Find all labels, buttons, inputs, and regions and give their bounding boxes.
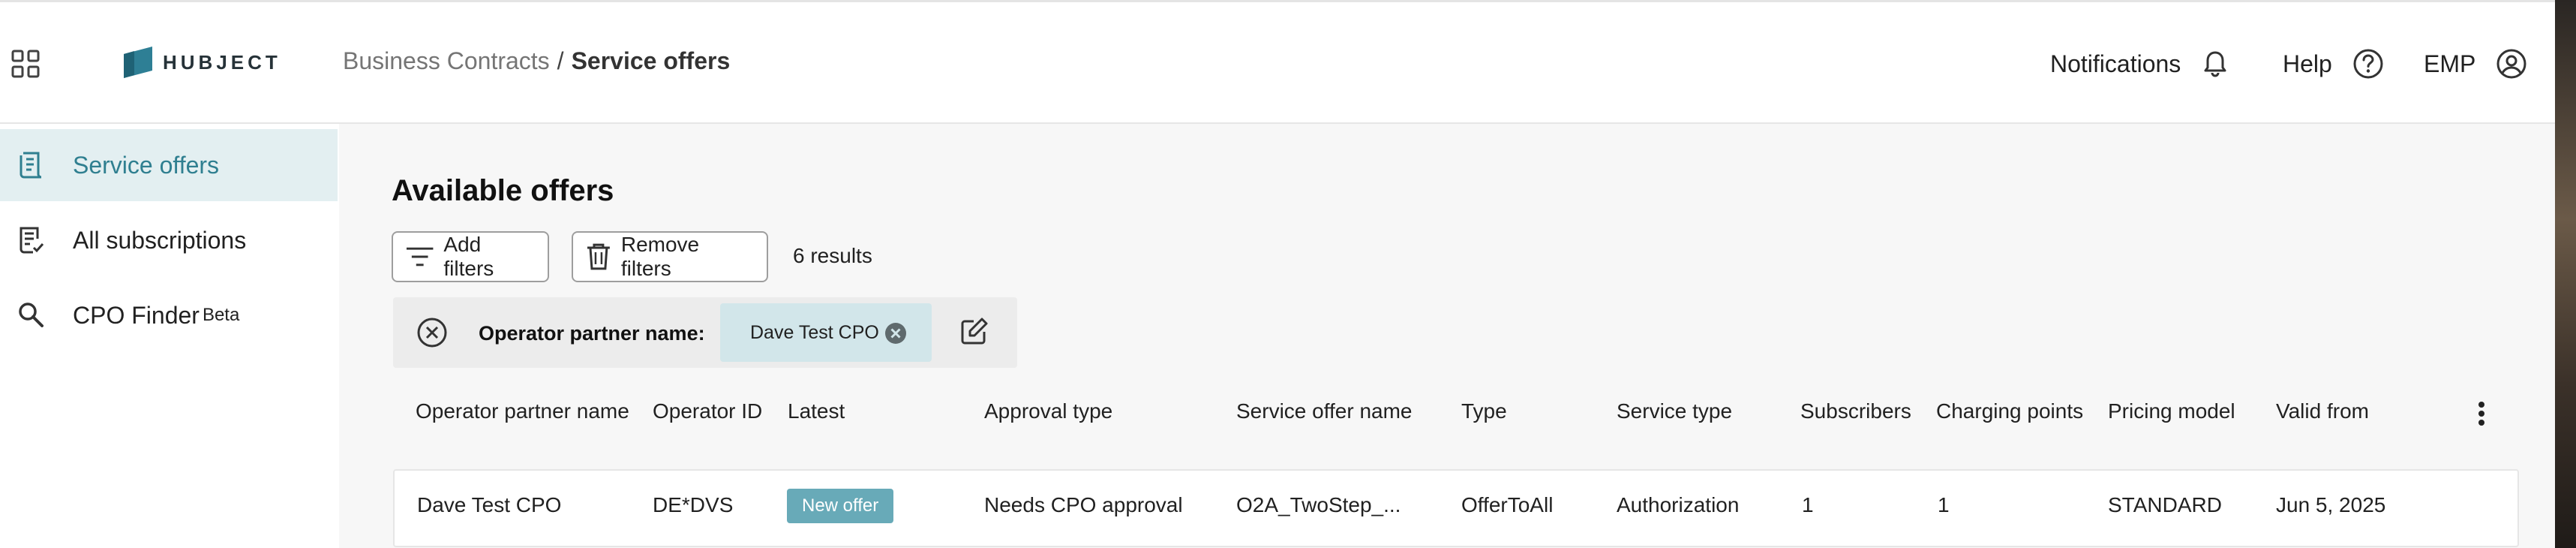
app-grid-icon[interactable]	[11, 49, 41, 79]
breadcrumb: Business Contracts / Service offers	[343, 47, 730, 75]
cell-operator-id: DE*DVS	[653, 493, 734, 516]
column-header-latest[interactable]: Latest	[788, 399, 845, 423]
column-header-operator-partner-name[interactable]: Operator partner name	[416, 399, 629, 423]
filter-list-icon	[406, 247, 434, 266]
sidebar: Service offers All subscriptions CPO Fin…	[0, 124, 338, 548]
column-header-service-offer-name[interactable]: Service offer name	[1236, 399, 1413, 423]
more-vert-icon[interactable]	[2469, 399, 2493, 429]
active-filters-bar: Operator partner name: Dave Test CPO	[393, 297, 1017, 368]
background-window-edge	[2555, 0, 2576, 548]
results-count: 6 results	[793, 244, 872, 267]
table-row[interactable]	[393, 469, 2519, 547]
edit-icon[interactable]	[957, 315, 990, 348]
filter-label: Operator partner name:	[479, 322, 705, 345]
add-filters-button[interactable]: Add filters	[392, 231, 549, 282]
filter-chip[interactable]: Dave Test CPO	[720, 303, 932, 362]
beta-badge: Beta	[202, 304, 240, 325]
filter-chip-label: Dave Test CPO	[750, 321, 879, 343]
cpo-finder-label: CPO Finder	[73, 301, 200, 329]
cell-operator-partner-name: Dave Test CPO	[417, 493, 562, 516]
cell-service-type: Authorization	[1617, 493, 1740, 516]
sidebar-item-label: All subscriptions	[73, 226, 247, 254]
notifications-label: Notifications	[2050, 50, 2181, 77]
logo-mark-icon	[124, 47, 152, 78]
column-header-subscribers[interactable]: Subscribers	[1800, 399, 1911, 423]
column-header-operator-id[interactable]: Operator ID	[653, 399, 763, 423]
search-icon	[19, 303, 44, 327]
breadcrumb-separator: /	[557, 47, 564, 74]
sidebar-item-label: Service offers	[73, 151, 220, 179]
help-label: Help	[2283, 50, 2332, 77]
chip-remove-icon[interactable]	[884, 321, 908, 345]
breadcrumb-current: Service offers	[571, 47, 731, 74]
user-menu[interactable]: EMP	[2424, 41, 2528, 86]
bell-icon	[2204, 51, 2226, 77]
sidebar-item-service-offers[interactable]: Service offers	[0, 129, 338, 201]
sidebar-item-all-subscriptions[interactable]: All subscriptions	[0, 204, 338, 276]
column-header-charging-points[interactable]: Charging points	[1936, 399, 2084, 423]
clear-filter-icon[interactable]	[416, 316, 449, 349]
cell-type: OfferToAll	[1461, 493, 1554, 516]
column-header-approval-type[interactable]: Approval type	[984, 399, 1113, 423]
notifications-button[interactable]: Notifications	[2050, 41, 2230, 86]
app-logo[interactable]: HUBJECT	[124, 44, 281, 80]
help-circle-icon	[2353, 49, 2383, 79]
cell-service-offer-name: O2A_TwoStep_...	[1236, 493, 1401, 516]
column-header-type[interactable]: Type	[1461, 399, 1507, 423]
column-header-valid-from[interactable]: Valid from	[2276, 399, 2369, 423]
cell-valid-from: Jun 5, 2025	[2276, 493, 2386, 516]
column-header-pricing-model[interactable]: Pricing model	[2108, 399, 2235, 423]
help-button[interactable]: Help	[2283, 41, 2385, 86]
user-label: EMP	[2424, 50, 2476, 77]
remove-filters-button[interactable]: Remove filters	[572, 231, 768, 282]
cell-approval-type: Needs CPO approval	[984, 493, 1183, 516]
trash-icon	[587, 243, 610, 270]
main-content: Available offers Add filters Remove filt…	[339, 124, 2555, 548]
cell-charging-points: 1	[1938, 493, 1950, 516]
account-circle-icon	[2496, 49, 2526, 79]
top-border	[0, 0, 2576, 2]
status-badge: New offer	[787, 489, 894, 523]
page-title: Available offers	[392, 174, 614, 207]
logo-text: HUBJECT	[163, 50, 281, 74]
add-filters-label: Add filters	[443, 233, 494, 280]
subscriptions-icon	[20, 227, 44, 254]
breadcrumb-business-contracts[interactable]: Business Contracts	[343, 47, 550, 74]
document-icon	[20, 152, 42, 179]
remove-filters-label: Remove filters	[620, 233, 700, 280]
column-header-service-type[interactable]: Service type	[1617, 399, 1733, 423]
cell-pricing-model: STANDARD	[2108, 493, 2222, 516]
cell-subscribers: 1	[1802, 493, 1814, 516]
top-header: HUBJECT Business Contracts / Service off…	[0, 2, 2555, 124]
